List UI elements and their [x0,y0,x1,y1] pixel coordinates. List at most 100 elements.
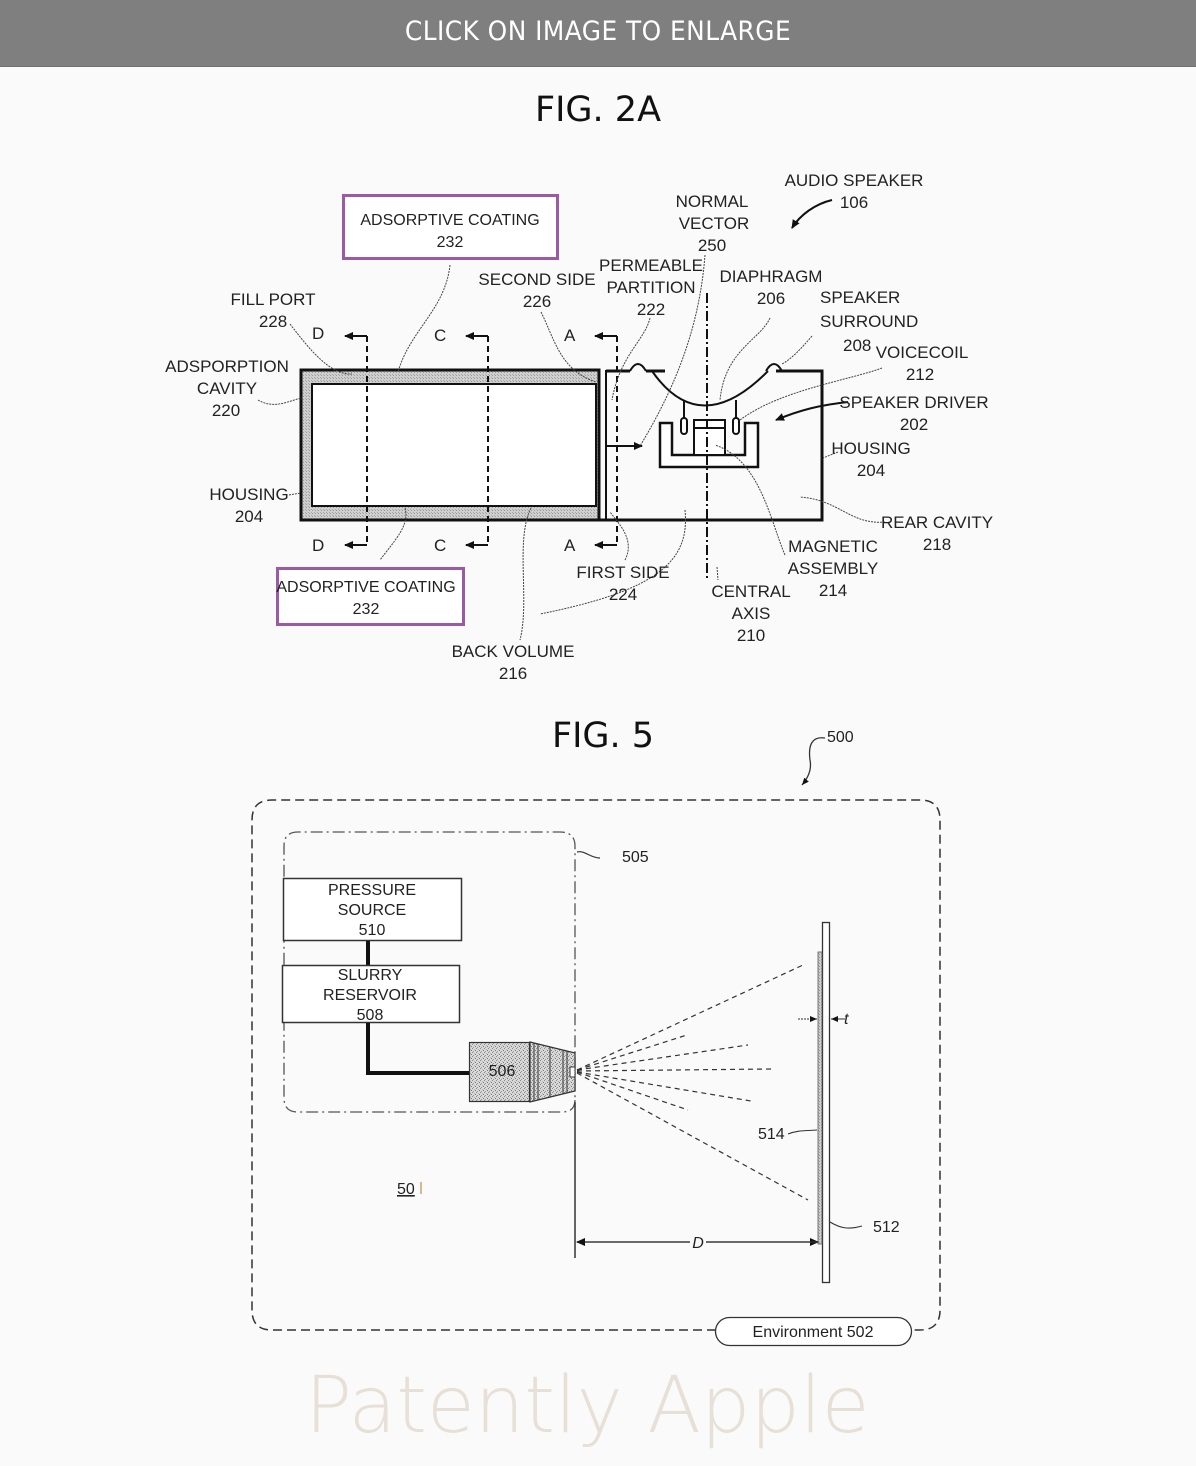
svg-text:SURROUND: SURROUND [820,312,918,331]
svg-text:214: 214 [819,581,847,600]
label-housing-left: HOUSING 204 [209,485,288,526]
svg-text:REAR CAVITY: REAR CAVITY [881,513,993,532]
label-first-side: FIRST SIDE 224 [576,563,669,604]
adsorption-cavity-housing [299,368,601,522]
svg-text:232: 232 [437,234,464,251]
label-audio-speaker: AUDIO SPEAKER 106 [785,171,924,212]
substrate-ref-512: 512 [873,1219,900,1236]
label-magnetic-assembly: MAGNETIC ASSEMBLY 214 [788,537,878,600]
svg-text:SPEAKER: SPEAKER [820,288,900,307]
subsystem-ref-505: 505 [622,849,649,866]
system-ref-arrow [801,737,826,786]
svg-text:PRESSURE: PRESSURE [328,882,416,899]
svg-text:ASSEMBLY: ASSEMBLY [788,559,878,578]
svg-text:508: 508 [357,1007,384,1024]
svg-text:PARTITION: PARTITION [606,278,695,297]
spray-nozzle: 506 [468,1041,576,1103]
coating-layer [817,951,823,1245]
label-central-axis: CENTRAL AXIS 210 [711,582,790,645]
fig-5-diagram: Patently Apple 500 505 PRESSURE SOURCE 5… [251,729,941,1451]
pressure-source-box: PRESSURE SOURCE 510 [282,877,463,942]
svg-text:SLURRY: SLURRY [338,967,403,984]
svg-text:SPEAKER DRIVER: SPEAKER DRIVER [839,393,988,412]
label-permeable-partition: PERMEABLE PARTITION 222 [599,256,703,319]
svg-text:NORMAL: NORMAL [676,192,749,211]
label-second-side: SECOND SIDE 226 [478,270,595,311]
svg-text:210: 210 [737,626,765,645]
environment-boundary [251,799,941,1331]
audio-speaker-arrow [791,199,833,229]
svg-text:208: 208 [843,336,871,355]
svg-text:HOUSING: HOUSING [209,485,288,504]
svg-text:HOUSING: HOUSING [831,439,910,458]
section-marker-c-top: C [434,326,446,345]
svg-text:202: 202 [900,415,928,434]
leader-lines [257,254,886,641]
svg-text:224: 224 [609,585,637,604]
fig-2a-title: FIG. 2A [534,90,662,130]
section-marker-a-bottom: A [564,536,576,555]
svg-text:250: 250 [698,236,726,255]
svg-text:218: 218 [923,535,951,554]
svg-text:226: 226 [523,292,551,311]
section-marker-c-bottom: C [434,536,446,555]
svg-text:220: 220 [212,401,240,420]
section-marker-a-top: A [564,326,576,345]
svg-text:222: 222 [637,300,665,319]
item-ref-501: 50 [397,1181,415,1198]
section-lines [344,332,618,549]
diaphragm-curve [651,370,769,407]
svg-text:206: 206 [757,289,785,308]
slurry-reservoir-box: SLURRY RESERVOIR 508 [281,964,461,1024]
coating-ref-514: 514 [758,1126,785,1143]
svg-text:AXIS: AXIS [732,604,771,623]
svg-text:ADSORPTIVE COATING: ADSORPTIVE COATING [360,212,539,229]
speaker-driver-arrow [775,401,849,421]
svg-text:VOICECOIL: VOICECOIL [876,343,969,362]
svg-text:CENTRAL: CENTRAL [711,582,790,601]
label-rear-cavity: REAR CAVITY 218 [881,513,993,554]
label-normal-vector: NORMAL VECTOR 250 [676,192,750,255]
environment-label: Environment 502 [714,1316,913,1347]
svg-text:VECTOR: VECTOR [679,214,750,233]
svg-text:DIAPHRAGM: DIAPHRAGM [720,267,823,286]
nozzle-ref-506: 506 [489,1063,516,1080]
svg-text:510: 510 [359,922,386,939]
label-diaphragm: DIAPHRAGM 206 [720,267,823,308]
fig-5-title: FIG. 5 [551,716,655,756]
svg-text:FILL PORT: FILL PORT [230,290,315,309]
slurry-feed-line [366,1023,470,1075]
label-voicecoil: VOICECOIL 212 [876,343,969,384]
svg-text:ADSPORPTION: ADSPORPTION [165,357,289,376]
label-adsorption-cavity: ADSPORPTION CAVITY 220 [165,357,289,420]
label-speaker-surround: SPEAKER SURROUND 208 [820,288,918,355]
svg-text:PERMEABLE: PERMEABLE [599,256,703,275]
distance-label: D [692,1235,704,1252]
svg-text:ADSORPTIVE COATING: ADSORPTIVE COATING [276,579,455,596]
svg-text:212: 212 [906,365,934,384]
callout-adsorptive-coating-bottom: ADSORPTIVE COATING 232 [276,567,465,626]
svg-text:Environment 502: Environment 502 [753,1324,874,1341]
svg-text:228: 228 [259,312,287,331]
label-housing-right: HOUSING 204 [831,439,910,480]
svg-text:FIRST SIDE: FIRST SIDE [576,563,669,582]
thickness-label: t [844,1011,849,1028]
fig-2a-diagram: D C A D C A AUDIO SPE [165,171,993,683]
section-marker-d-top: D [312,324,324,343]
spray-fan [576,964,809,1201]
svg-text:BACK VOLUME: BACK VOLUME [452,642,575,661]
svg-text:SECOND SIDE: SECOND SIDE [478,270,595,289]
label-back-volume: BACK VOLUME 216 [452,642,575,683]
svg-text:RESERVOIR: RESERVOIR [323,987,417,1004]
label-speaker-driver: SPEAKER DRIVER 202 [839,393,988,434]
enlarge-image-banner[interactable]: CLICK ON IMAGE TO ENLARGE [0,0,1196,67]
svg-text:SOURCE: SOURCE [338,902,406,919]
callout-adsorptive-coating-top: ADSORPTIVE COATING 232 [342,194,559,260]
svg-text:MAGNETIC: MAGNETIC [788,537,878,556]
svg-text:232: 232 [353,601,380,618]
substrate [817,921,831,1284]
system-ref-500: 500 [827,729,854,746]
subsystem-boundary [283,831,576,1113]
section-marker-d-bottom: D [312,536,324,555]
